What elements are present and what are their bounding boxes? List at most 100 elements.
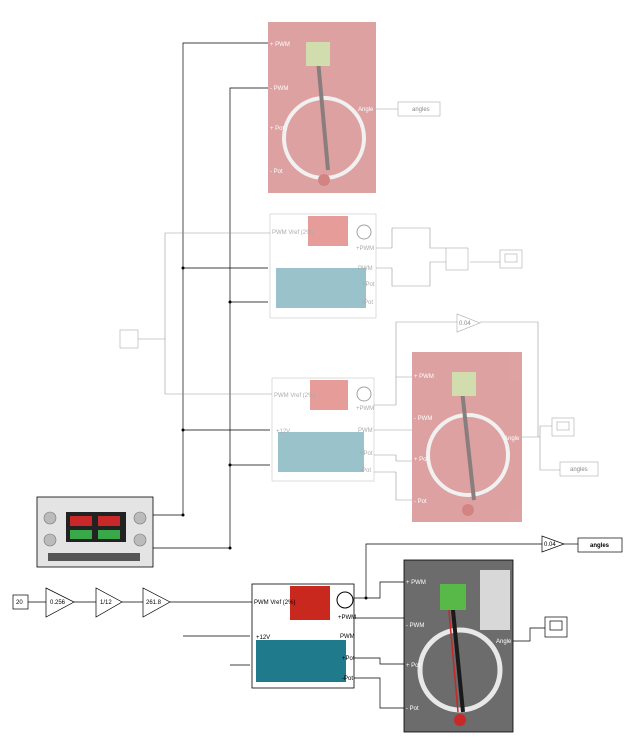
gain-block-bottom[interactable]: 0.04 bbox=[542, 536, 564, 552]
d2-pwm-plus: +PWM bbox=[356, 406, 374, 412]
scope-block-bottom[interactable] bbox=[545, 617, 567, 637]
driver-block-2[interactable]: PWM Vref (2%) +12V +PWM PWM +Pot -Pot bbox=[272, 378, 374, 481]
psu-readout-red bbox=[98, 516, 120, 526]
bd-v12: +12V bbox=[256, 635, 270, 641]
top-pot-plus: + Pot bbox=[270, 126, 285, 132]
selector-block[interactable] bbox=[120, 330, 138, 348]
top-pwm-plus: + PWM bbox=[270, 42, 290, 48]
gain-block-3[interactable]: 261.8 bbox=[143, 588, 170, 617]
wire-bus-2 bbox=[230, 88, 268, 548]
wire-g-mid-angle bbox=[522, 426, 552, 437]
gain-block-top[interactable]: 0.04 bbox=[457, 314, 480, 332]
d2-pwm-vref: PWM Vref (2%) bbox=[274, 393, 315, 399]
wire-g-mid-display bbox=[540, 437, 560, 470]
pendulum-block-bottom[interactable]: + PWM - PWM + Pot - Pot Angle bbox=[404, 560, 513, 732]
scope-block-1[interactable] bbox=[500, 250, 522, 268]
bd-pwm-vref: PWM Vref (2%) bbox=[254, 600, 295, 606]
d2-pwm-minus: PWM bbox=[358, 428, 373, 434]
pendulum-frame bbox=[480, 570, 510, 630]
motor-icon bbox=[357, 225, 371, 239]
mid-pwm-plus: + PWM bbox=[414, 374, 434, 380]
motor-housing bbox=[306, 42, 330, 66]
psu-knob bbox=[44, 512, 56, 524]
driver-block-bottom[interactable]: PWM Vref (2%) +12V +PWM PWM +Pot -Pot bbox=[252, 584, 356, 688]
mid-pot-minus: - Pot bbox=[414, 499, 427, 505]
wire-g-pwm-mid bbox=[165, 339, 272, 394]
mid-pot-plus: + Pot bbox=[414, 457, 429, 463]
wire-drv-pend4 bbox=[354, 678, 404, 708]
wire-drv-pend1 bbox=[354, 582, 404, 598]
gain-block-1[interactable]: 0.256 bbox=[46, 588, 74, 617]
bp-angle: Angle bbox=[496, 639, 512, 645]
display-top[interactable]: angles bbox=[398, 102, 440, 116]
psu-knob bbox=[134, 512, 146, 524]
display-top-text: angles bbox=[412, 107, 430, 113]
wire-g-mid-out4 bbox=[374, 472, 412, 500]
pendulum-weight bbox=[462, 504, 474, 516]
bd-pot-plus: +Pot bbox=[342, 656, 355, 662]
motor-housing bbox=[452, 372, 476, 396]
top-pot-minus: - Pot bbox=[270, 169, 283, 175]
arduino-board bbox=[256, 640, 346, 682]
constant-block[interactable]: 20 bbox=[13, 595, 28, 609]
gain-3-text: 261.8 bbox=[146, 600, 162, 606]
d1-pot-minus: -Pot bbox=[362, 300, 373, 306]
display-bottom[interactable]: angles bbox=[578, 538, 622, 552]
psu-knob bbox=[134, 534, 146, 546]
top-angle: Angle bbox=[358, 107, 374, 113]
bp-pwm-plus: + PWM bbox=[406, 580, 426, 586]
scope-block-2[interactable] bbox=[552, 418, 574, 436]
display-mid[interactable]: angles bbox=[560, 462, 598, 476]
bp-pot-minus: - Pot bbox=[406, 706, 419, 712]
mux-block-1[interactable] bbox=[446, 248, 468, 270]
display-mid-text: angles bbox=[570, 467, 588, 473]
bp-pot-plus: + Pot bbox=[406, 663, 421, 669]
bd-pot-minus: -Pot bbox=[342, 676, 353, 682]
gain-2-text: 1/12 bbox=[100, 600, 112, 606]
mid-pwm-minus: - PWM bbox=[414, 416, 432, 422]
wire-drv-pend3 bbox=[354, 658, 404, 664]
wire-angle-bottom bbox=[513, 628, 545, 641]
bd-pwm-plus: +PWM bbox=[338, 615, 356, 621]
d1-pwm-minus: PWM bbox=[358, 266, 373, 272]
d2-pot-minus: -Pot bbox=[360, 468, 371, 474]
psu-readout-green bbox=[70, 530, 92, 539]
motor-housing bbox=[440, 584, 466, 610]
bd-pwm-minus: PWM bbox=[340, 634, 355, 640]
bp-pwm-minus: - PWM bbox=[406, 623, 424, 629]
motor-driver-board bbox=[308, 216, 348, 246]
pendulum-weight bbox=[454, 714, 466, 726]
display-bottom-text: angles bbox=[590, 543, 610, 549]
wire-bus-main bbox=[183, 43, 268, 515]
constant-text: 20 bbox=[16, 600, 23, 606]
d1-pwm-plus: +PWM bbox=[356, 246, 374, 252]
d1-pot-plus: +Pot bbox=[362, 282, 375, 288]
wire-g-pwm-top bbox=[138, 233, 270, 339]
gain-1-text: 0.256 bbox=[50, 600, 66, 606]
mid-angle: Angle bbox=[504, 436, 520, 442]
wire-g-mux-bot bbox=[376, 262, 446, 286]
wire-g-mid-out3 bbox=[374, 455, 412, 461]
d2-pot-plus: +Pot bbox=[360, 451, 373, 457]
psu-readout-red bbox=[70, 516, 92, 526]
wire-g-mux-top bbox=[376, 228, 446, 248]
wire-g-mid-out1 bbox=[374, 377, 412, 405]
pendulum-block-top[interactable]: + PWM - PWM + Pot - Pot Angle bbox=[268, 22, 376, 193]
power-supply-block[interactable] bbox=[37, 497, 153, 567]
psu-terminals bbox=[48, 553, 140, 561]
motor-icon bbox=[357, 387, 371, 401]
pendulum-weight bbox=[318, 174, 330, 186]
gain-block-2[interactable]: 1/12 bbox=[96, 588, 122, 617]
motor-icon bbox=[337, 592, 353, 608]
arduino-board bbox=[276, 268, 366, 308]
d1-pwm-vref: PWM Vref (2%) bbox=[272, 230, 313, 236]
pendulum-block-mid[interactable]: + PWM - PWM + Pot - Pot Angle bbox=[412, 352, 522, 522]
psu-knob bbox=[44, 534, 56, 546]
gain-bottom-text: 0.04 bbox=[544, 542, 556, 548]
top-pwm-minus: - PWM bbox=[270, 86, 288, 92]
gain-top-text: 0.04 bbox=[459, 321, 471, 327]
driver-block-1[interactable]: PWM Vref (2%) +PWM PWM +Pot -Pot bbox=[270, 214, 376, 318]
motor-driver-board bbox=[310, 380, 348, 410]
arduino-board bbox=[278, 432, 364, 472]
